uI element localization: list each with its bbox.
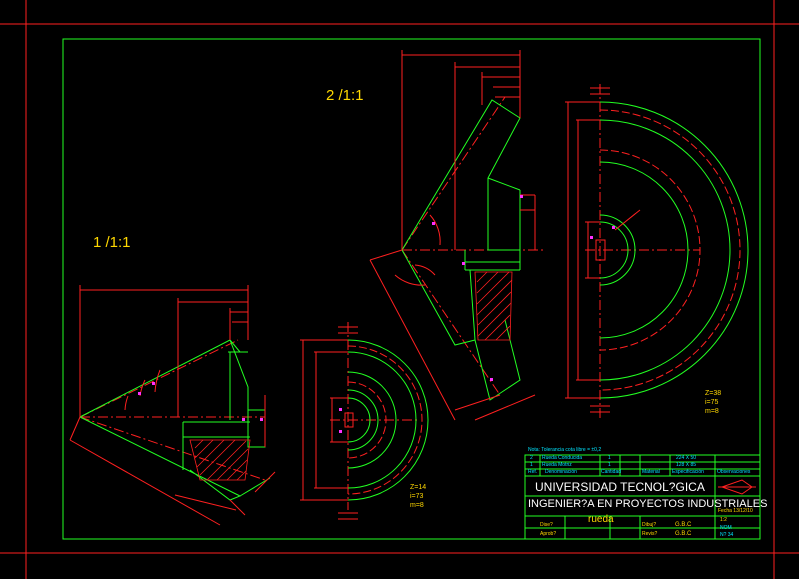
row2-name: Rueda Conducida bbox=[542, 455, 583, 461]
row1-dims: 128 X 85 bbox=[676, 462, 697, 468]
program-name: INGENIER?A EN PROYECTOS INDUSTRIALES bbox=[528, 498, 768, 510]
university-name: UNIVERSIDAD TECNOL?GICA bbox=[535, 480, 705, 494]
drawn-by-label: Dibuj? bbox=[642, 522, 657, 528]
large-gear-z: Z=38 bbox=[705, 390, 722, 397]
row2-ref: 2 bbox=[530, 455, 533, 461]
large-gear-i: i=75 bbox=[705, 399, 719, 406]
left-gear-view bbox=[69, 285, 276, 526]
upper-gear-view bbox=[369, 50, 545, 421]
small-gear-m: m=8 bbox=[410, 502, 424, 509]
view-label-2: 2 /1:1 bbox=[326, 87, 364, 104]
header-spec: Especificación bbox=[672, 469, 704, 475]
small-gear-z: Z=14 bbox=[410, 484, 427, 491]
row2-dims: 224 X 50 bbox=[676, 455, 697, 461]
row1-name: Rueda Motriz bbox=[542, 462, 572, 468]
dimension-markers bbox=[138, 195, 615, 433]
revised-label: Revis? bbox=[642, 531, 658, 537]
header-name: Denominación bbox=[545, 469, 577, 475]
row1-ref: 1 bbox=[530, 462, 533, 468]
header-ref: Ref. bbox=[528, 469, 538, 475]
title-block-frame bbox=[524, 454, 761, 540]
sheet-cell: N? 34 bbox=[720, 532, 734, 538]
row2-qty: 1 bbox=[608, 455, 611, 461]
university-logo bbox=[718, 479, 756, 495]
drawn-label: Dise? bbox=[540, 522, 553, 528]
revised-by-value: G.B.C bbox=[675, 531, 692, 537]
date-cell: Fecha 13/12/10 bbox=[718, 508, 753, 514]
inner-frame bbox=[62, 38, 761, 540]
part-name: rueda bbox=[588, 514, 614, 525]
header-obs: Observaciones bbox=[717, 469, 751, 475]
large-gear-m: m=8 bbox=[705, 408, 719, 415]
left-gear-front bbox=[300, 322, 429, 520]
standard-cell: NOM bbox=[720, 525, 732, 531]
header-material: Material bbox=[642, 469, 660, 475]
approved-label: Aprob? bbox=[540, 531, 557, 537]
header-qty: Cantidad bbox=[601, 469, 622, 475]
small-gear-i: i=73 bbox=[410, 493, 424, 500]
drawn-by-value: G.B.C bbox=[675, 522, 692, 528]
right-gear-front bbox=[565, 84, 749, 420]
scale-cell: 1:2 bbox=[720, 517, 727, 523]
view-label-1: 1 /1:1 bbox=[93, 234, 131, 251]
tolerance-note: Nota: Tolerancia cota libre = ±0,2 bbox=[528, 447, 602, 453]
row1-qty: 1 bbox=[608, 462, 611, 468]
